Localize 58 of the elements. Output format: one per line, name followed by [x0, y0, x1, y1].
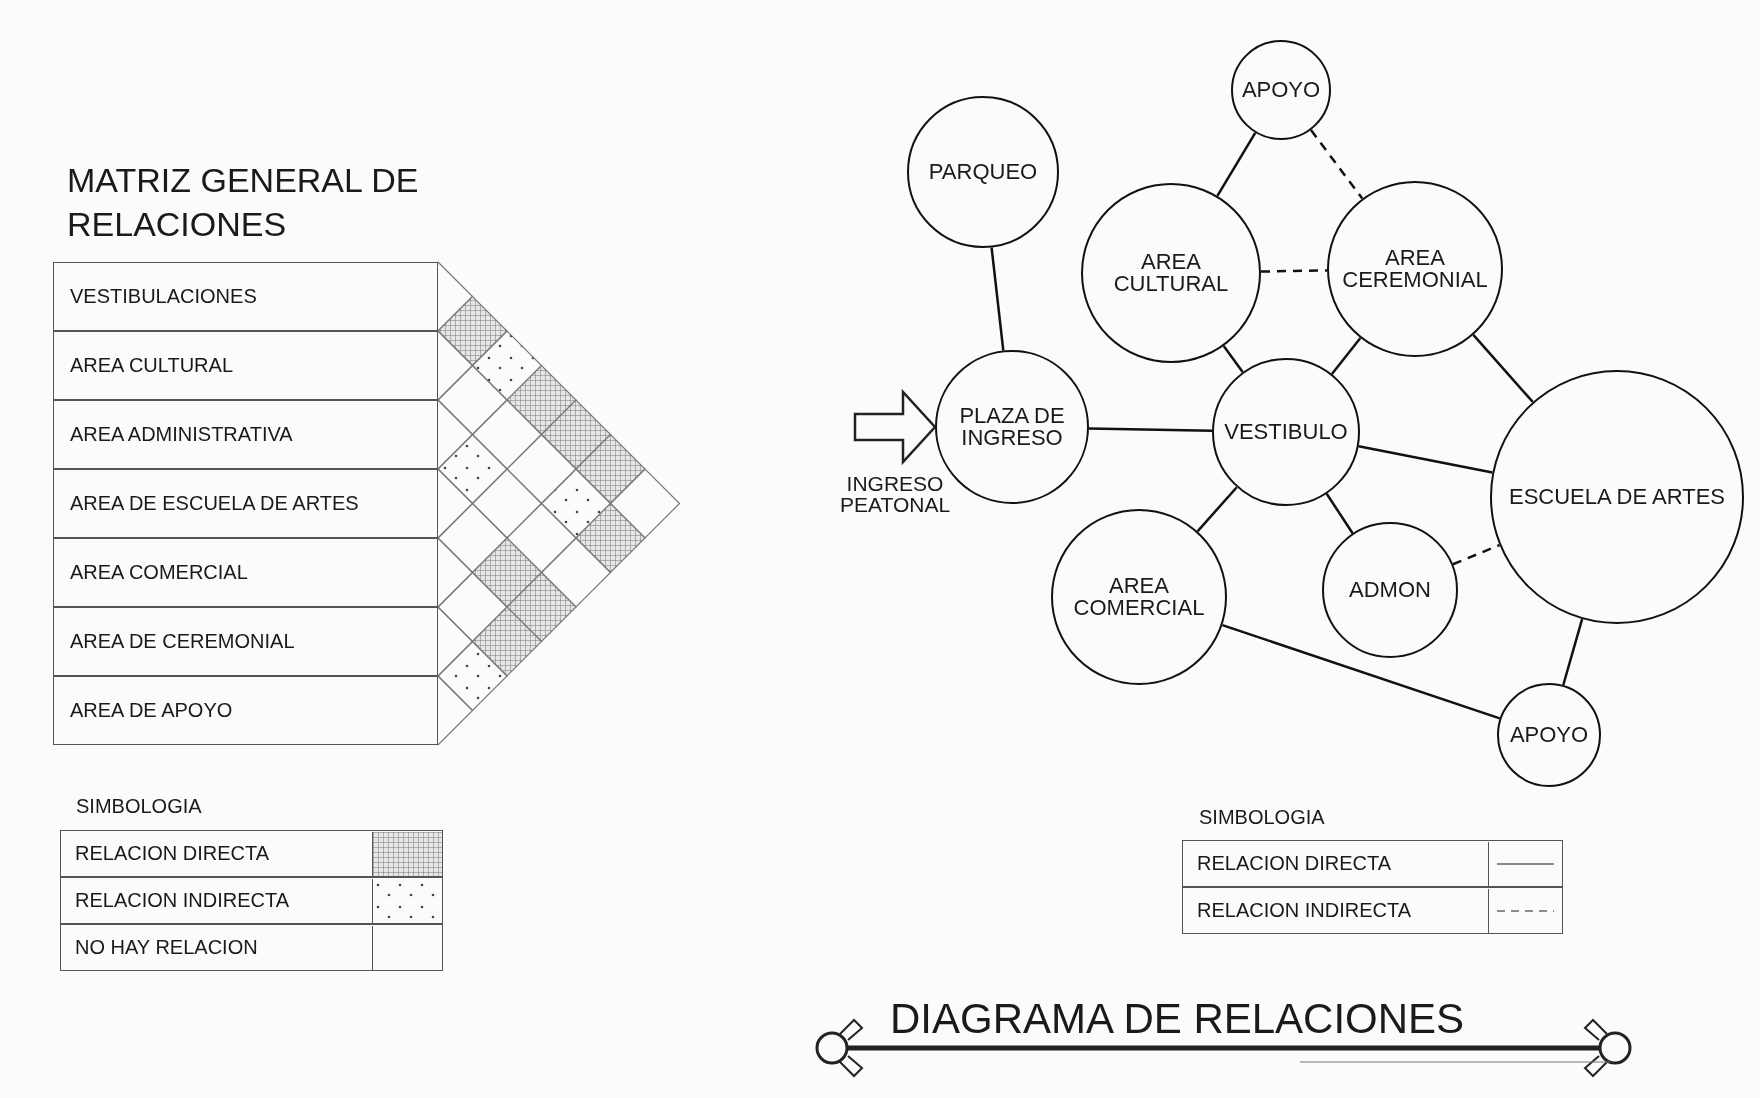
bubble-circle	[1212, 358, 1360, 506]
bubble-circle	[1231, 40, 1331, 140]
legend-text: RELACION INDIRECTA	[1196, 899, 1413, 922]
matrix-row	[53, 262, 438, 331]
bubble-label: APOYO	[1241, 79, 1321, 101]
bubble-label: AREA CEREMONIAL	[1341, 247, 1489, 291]
row-label: AREA DE CEREMONIAL	[70, 630, 295, 653]
connector-line	[1196, 486, 1238, 533]
matrix-title: MATRIZ GENERAL DE RELACIONES	[67, 160, 420, 246]
entry-arrow	[853, 388, 937, 466]
legend-heading: SIMBOLOGIA	[1199, 805, 1326, 830]
matrix-row	[53, 607, 438, 676]
bubble-label: APOYO	[1509, 724, 1589, 746]
bubble-label: PLAZA DE INGRESO	[958, 405, 1066, 449]
bubble-circle	[1490, 370, 1744, 624]
connector-line	[1325, 493, 1354, 534]
dashed-line	[1452, 544, 1500, 566]
bubble-circle	[1081, 183, 1261, 363]
bubble-circle	[1322, 522, 1458, 658]
connector-line	[1330, 337, 1362, 375]
row-label: AREA DE APOYO	[70, 699, 233, 722]
connector-line	[1088, 427, 1213, 432]
connector-line	[1562, 618, 1584, 686]
bubble-label: ESCUELA DE ARTES	[1509, 486, 1725, 508]
connector-line	[1216, 132, 1257, 197]
dashed-line	[1309, 129, 1364, 200]
bubble-label: PARQUEO	[928, 161, 1038, 183]
row-label: AREA CULTURAL	[70, 354, 233, 377]
connector-line	[1472, 334, 1534, 403]
legend-text: RELACION DIRECTA	[74, 842, 271, 865]
bubble-circle	[1497, 683, 1601, 787]
row-label: AREA DE ESCUELA DE ARTES	[70, 492, 359, 515]
legend-text: RELACION INDIRECTA	[74, 889, 291, 912]
matrix-row	[53, 469, 438, 538]
bubble-label: AREA COMERCIAL	[1072, 575, 1206, 619]
legend-heading: SIMBOLOGIA	[76, 794, 203, 819]
connector-line	[1222, 345, 1244, 373]
connector-line	[1358, 445, 1493, 474]
bubble-label: ADMON	[1349, 579, 1431, 601]
legend-text: RELACION DIRECTA	[1196, 852, 1393, 875]
edge-label: INGRESO PEATONAL	[840, 473, 950, 515]
bubble-circle	[1327, 181, 1503, 357]
bubble-circle	[907, 96, 1059, 248]
matrix-row	[53, 538, 438, 607]
bubble-label: AREA CULTURAL	[1112, 251, 1230, 295]
row-label: AREA ADMINISTRATIVA	[70, 423, 293, 446]
dashed-line	[1260, 269, 1328, 273]
connector-line	[990, 247, 1005, 351]
bubble-label: VESTIBULO	[1224, 421, 1348, 443]
bubble-circle	[1051, 509, 1227, 685]
matrix-row	[53, 676, 438, 745]
row-label: AREA COMERCIAL	[70, 561, 248, 584]
legend-text: NO HAY RELACION	[74, 936, 259, 959]
diagram-title: DIAGRAMA DE RELACIONES	[890, 996, 1465, 1043]
matrix-row	[53, 331, 438, 400]
row-label: VESTIBULACIONES	[70, 285, 257, 308]
matrix-row	[53, 400, 438, 469]
connector-line	[1222, 623, 1501, 720]
